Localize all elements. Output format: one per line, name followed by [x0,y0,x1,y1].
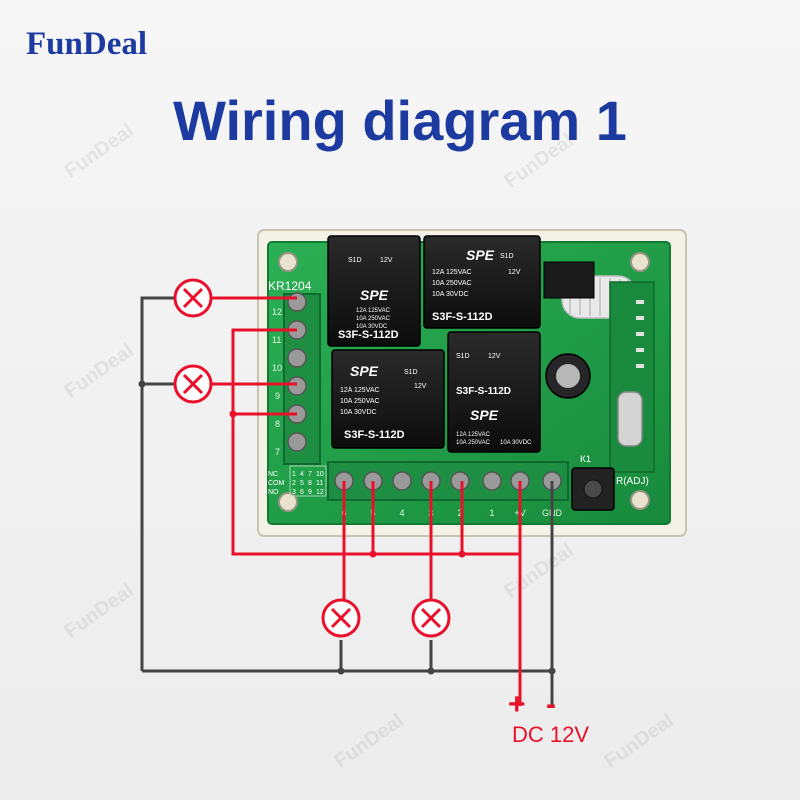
relay-spec: 10A 250VAC [432,280,472,287]
mount-hole [278,252,298,272]
relay-3: SPE S1D 12V 12A 125VAC 10A 250VAC 10A 30… [331,349,445,449]
pin-cell: 9 [308,489,312,496]
relay-brand: SPE [470,407,499,423]
terminal-label: 11 [272,335,281,345]
brand-logo: FunDeal [26,26,148,62]
learn-button[interactable] [571,467,615,511]
mount-hole [278,492,298,512]
rf-module-pins [636,300,644,368]
relay-spec: 10A 250VAC [340,398,380,405]
terminal-label: 4 [399,508,404,518]
terminal-label: 9 [275,391,280,401]
relay-model: S3F-S-112D [456,386,511,397]
relay-spec: 12A 125VAC [340,387,380,394]
relay-brand: SPE [360,287,389,303]
ic-chip [543,261,595,299]
crystal-oscillator [617,391,643,447]
relay-coil: 12V [414,383,427,390]
relay-spec: 12A 125VAC [356,308,391,314]
relay-coil: 12V [508,269,521,276]
pin-cell: 2 [292,480,296,487]
relay-spec: 10A 30VDC [432,291,469,298]
relay-code: S1D [404,369,418,376]
mount-hole [630,252,650,272]
left-terminal-screws [287,292,307,452]
mount-hole [630,490,650,510]
diagram-title: Wiring diagram 1 [173,89,627,152]
pin-cell: 6 [300,489,304,496]
relay-spec: 10A 250VAC [356,316,391,322]
relay-coil: 12V [488,353,501,360]
load-lamp-2 [173,364,213,404]
terminal-label: 10 [272,363,282,373]
pin-cell: 1 [292,471,296,478]
relay-spec: 12A 125VAC [432,269,472,276]
power-minus-label: - [546,688,556,721]
relay-code: S1D [348,257,362,264]
relay-model: S3F-S-112D [344,429,405,441]
pin-cell: 11 [316,480,323,487]
board-model-label: KR1204 [268,279,312,293]
junction-dots [138,380,556,675]
terminal-label: 2 [457,508,462,518]
pin-row-label: NO [268,489,279,496]
terminal-label: 1 [489,508,494,518]
terminal-label: 7 [275,447,280,457]
button-label: K1 [580,454,591,464]
load-lamp-1 [173,278,213,318]
relay-4: SPE S1D 12V 12A 125VAC 10A 250VAC 10A 30… [447,331,541,453]
relay-1: SPE S1D 12V S3F-S-112D 12A 125VAC 10A 25… [327,235,421,347]
power-plus-label: + [508,688,526,721]
load-lamp-4 [411,598,451,638]
pin-cell: 8 [308,480,312,487]
relay-spec: 10A 250VAC [456,440,491,446]
relay-model: S3F-S-112D [338,329,399,341]
terminal-label: 8 [275,419,280,429]
relay-2: SPE S1D 12V 12A 125VAC 10A 250VAC 10A 30… [423,235,541,329]
pin-cell: 12 [316,489,324,496]
relay-coil: 12V [380,257,393,264]
junction-dots [229,410,466,558]
adj-label: R(ADJ) [616,476,649,487]
capacitor [545,353,591,399]
pin-cell: 4 [300,471,304,478]
terminal-label: 12 [272,307,282,317]
pin-row-label: COM [268,480,285,487]
relay-model: S3F-S-112D [432,311,493,323]
pin-cell: 5 [300,480,304,487]
relay-code: S1D [456,353,470,360]
relay-spec: 12A 125VAC [456,432,491,438]
pin-table: NC COM NO 1 4 7 10 2 5 8 11 3 6 9 12 [268,465,327,497]
load-lamp-3 [321,598,361,638]
pin-cell: 7 [308,471,312,478]
pin-cell: 3 [292,489,296,496]
pin-cell: 10 [316,471,324,478]
relay-spec: 10A 30VDC [340,409,377,416]
pin-row-label: NC [268,471,278,478]
relay-brand: SPE [466,247,495,263]
relay-spec: 10A 30VDC [500,440,532,446]
relay-brand: SPE [350,363,379,379]
relay-code: S1D [500,253,514,260]
power-supply-label: DC 12V [512,722,590,747]
relay-spec: 10A 30VDC [356,324,388,330]
